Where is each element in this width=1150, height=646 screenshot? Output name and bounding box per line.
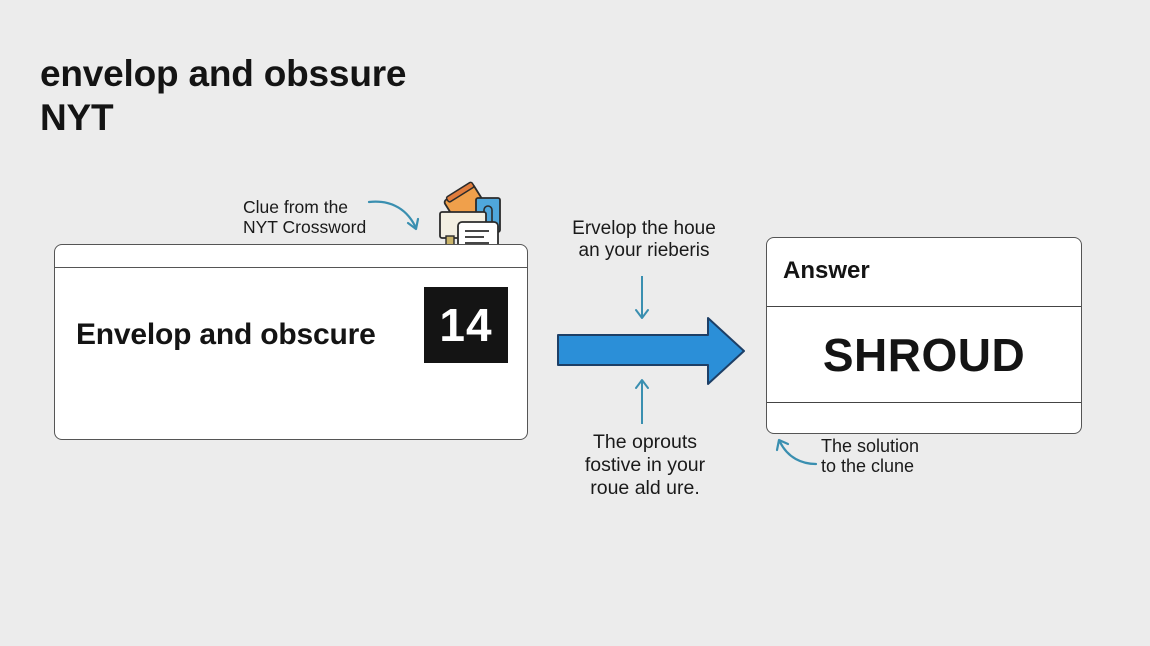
curved-arrow-icon <box>367 200 420 231</box>
answer-card: Answer SHROUD <box>766 237 1082 434</box>
solution-callout-line-2: to the clune <box>821 456 915 476</box>
arrow-down-icon <box>635 276 649 319</box>
clue-text: Envelop and obscure <box>76 318 376 351</box>
clue-callout-line-1: Clue from the <box>243 197 349 217</box>
arrow-up-icon <box>635 379 649 424</box>
answer-card-divider-bottom <box>767 402 1081 403</box>
answer-value: SHROUD <box>822 329 1026 381</box>
page-title-line-2: NYT <box>40 97 114 138</box>
middle-bottom-line-3: roue ald ure. <box>590 477 700 499</box>
clue-card-header-divider <box>55 267 527 268</box>
answer-card-divider-top <box>767 306 1081 307</box>
middle-top-line-1: Ervelop the houe <box>572 218 716 239</box>
middle-bottom-annotation: The oprouts fostive in your roue ald ure… <box>565 431 725 500</box>
solution-callout-line-1: The solution <box>821 436 920 456</box>
clue-callout-line-2: NYT Crossword <box>243 217 367 237</box>
clue-number-badge: 14 <box>424 287 508 363</box>
clue-card: Envelop and obscure 14 <box>54 244 528 440</box>
middle-bottom-line-1: The oprouts <box>592 431 698 453</box>
middle-top-annotation: Ervelop the houe an your rieberis <box>560 218 728 262</box>
page-title-line-1: envelop and obssure <box>40 53 407 94</box>
curved-arrow-up-icon <box>775 438 818 466</box>
answer-label: Answer <box>783 257 870 284</box>
middle-top-line-2: an your rieberis <box>578 240 710 261</box>
page-title: envelop and obssure NYT <box>40 52 406 140</box>
solution-callout: The solution to the clune <box>821 436 919 476</box>
clue-source-callout: Clue from the NYT Crossword <box>243 197 366 237</box>
documents-icon <box>439 181 501 251</box>
big-right-arrow-icon <box>557 317 745 385</box>
middle-bottom-line-2: fostive in your <box>584 454 706 476</box>
